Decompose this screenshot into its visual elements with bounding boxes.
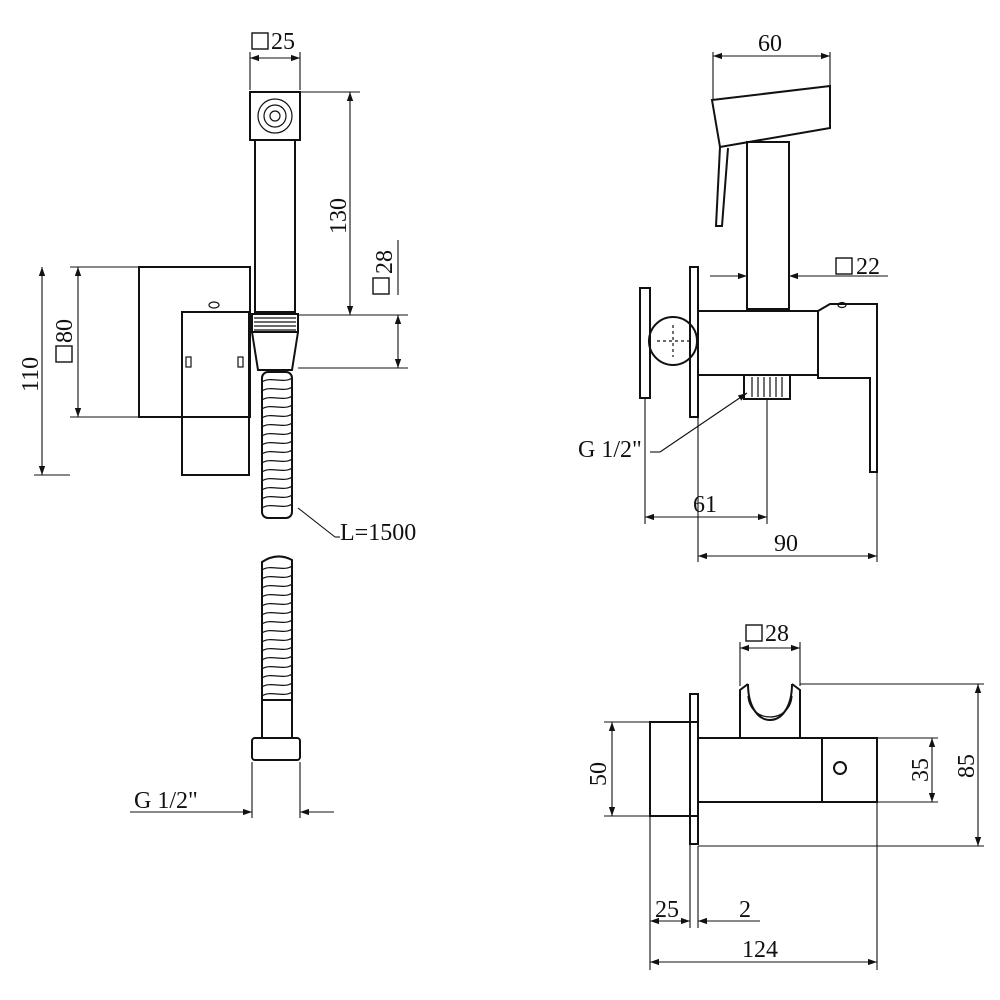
dim-hose-thread: G 1/2" (130, 762, 334, 818)
label-valve-height: 35 (908, 758, 934, 782)
label-handle-square: 22 (856, 254, 880, 280)
label-projection: 90 (774, 531, 798, 557)
label-holder-square: 28 (765, 621, 789, 647)
label-connector-square: 28 (372, 250, 398, 274)
label-gap: 2 (739, 897, 751, 923)
dim-side-thread: G 1/2" (578, 392, 748, 463)
dim-body-height: 80 (52, 266, 139, 418)
label-plate-height: 50 (586, 762, 612, 786)
valve-cap (821, 737, 878, 803)
label-plate-depth: 25 (655, 897, 679, 923)
side-lever (817, 303, 878, 473)
dim-hose-length: L=1500 (297, 507, 416, 546)
valve-view: 28 50 35 85 25 (586, 621, 984, 970)
side-handset-head (710, 84, 831, 149)
hose-upper (261, 371, 293, 519)
dim-overall-height: 110 (18, 267, 70, 476)
dim-connector-square: 28 (298, 240, 408, 369)
side-thread-outlet (743, 374, 791, 400)
valve-holder (739, 683, 801, 738)
wall-plate (138, 266, 251, 418)
side-view: 60 22 G 1/2" 61 90 (578, 31, 888, 562)
dim-total-height: 85 (698, 683, 984, 847)
dim-handset-height: 130 (300, 91, 360, 316)
label-handset-length: 60 (758, 31, 782, 57)
dim-plate-depth: 25 (649, 816, 699, 970)
valve-flange (689, 693, 699, 845)
dim-plate-height: 50 (586, 721, 650, 817)
label-body-height: 80 (52, 319, 78, 343)
label-hose-length: L=1500 (340, 520, 416, 546)
label-handset-height: 130 (326, 198, 352, 234)
dim-total-length: 124 (650, 802, 878, 970)
label-total-height: 85 (954, 754, 980, 778)
hose-lower (251, 555, 301, 761)
mixer-body (181, 311, 250, 476)
valve-body (697, 737, 823, 803)
dim-holder-square: 28 (739, 621, 801, 686)
label-side-thread: G 1/2" (578, 437, 642, 463)
dim-gap: 2 (698, 897, 760, 925)
dim-valve-height: 35 (877, 737, 938, 803)
side-body (697, 310, 819, 376)
dim-wall-to-outlet: 61 (644, 398, 768, 524)
label-total-length: 124 (742, 937, 778, 963)
label-overall-height: 110 (18, 357, 44, 392)
dim-handle-square: 22 (710, 254, 888, 280)
front-view: 25 130 28 80 110 (18, 29, 416, 818)
label-wall-to-outlet: 61 (693, 492, 717, 518)
dim-handset-length: 60 (712, 31, 831, 100)
handset-grip (254, 139, 296, 313)
side-handle-stem (746, 141, 790, 310)
hose-connector (251, 313, 299, 333)
label-hose-thread: G 1/2" (134, 788, 198, 814)
dim-head-square: 25 (249, 29, 301, 90)
dim-projection: 90 (697, 417, 878, 562)
label-head-square: 25 (271, 29, 295, 55)
